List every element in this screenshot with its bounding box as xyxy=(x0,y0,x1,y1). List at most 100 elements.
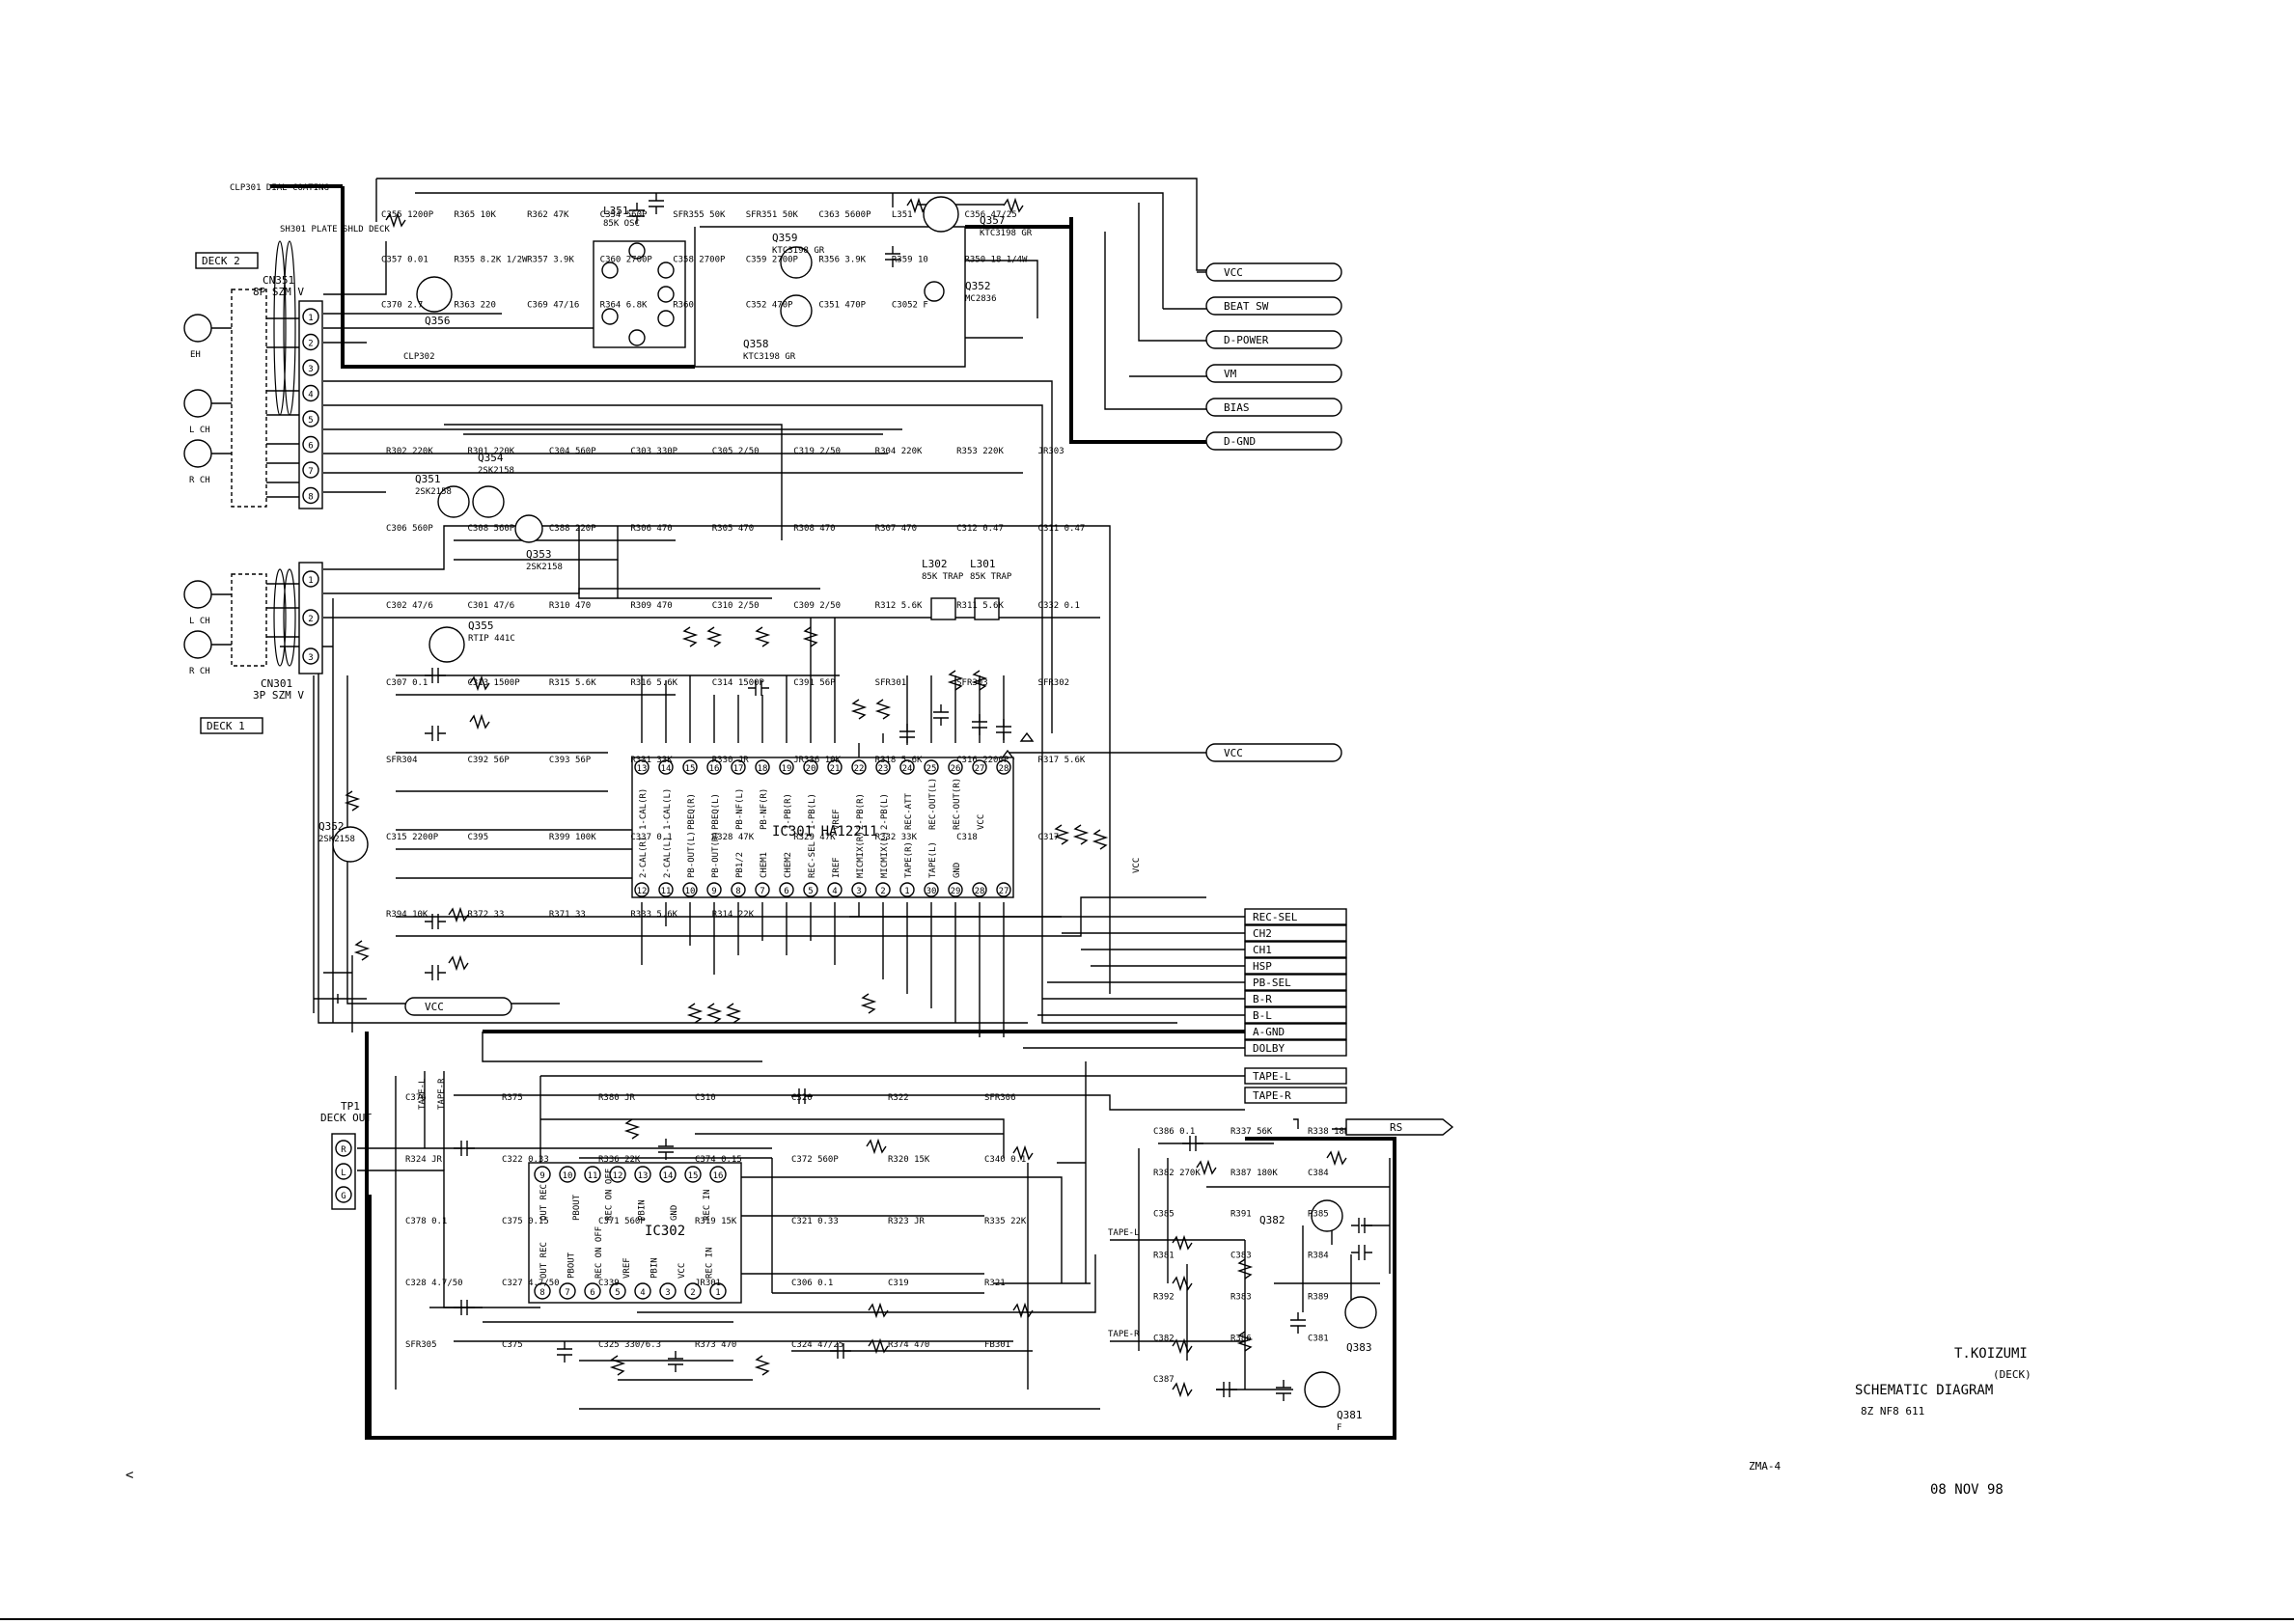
transistor-ref-q356: Q356 xyxy=(425,315,451,327)
ic302-top-label: REC ON OFF xyxy=(605,1169,615,1221)
transistor-ref-q358: Q358 xyxy=(743,338,769,350)
ic301-pin-number: 28 xyxy=(975,887,985,896)
ic301-pin xyxy=(948,882,963,897)
back-arrow[interactable]: < xyxy=(125,1468,133,1483)
component-label: R310 470 xyxy=(549,601,591,611)
component-label: C325 330/6.3 xyxy=(598,1340,661,1350)
component-label: C306 0.1 xyxy=(791,1279,833,1288)
component-label: R316 5.6K xyxy=(630,678,677,688)
component-label: C307 0.1 xyxy=(386,678,428,688)
ic301-top-label: 1-PB(L) xyxy=(808,793,817,830)
ic301-pin xyxy=(899,759,915,775)
ic301-name: IC301 HA12211 xyxy=(772,824,878,840)
component-label: R360 xyxy=(673,300,694,310)
ic302-bottom-label: REC ON OFF xyxy=(594,1226,604,1279)
component-label: R374 470 xyxy=(888,1340,929,1350)
component-label: C315 2200P xyxy=(386,833,439,842)
ic301-pin xyxy=(899,882,915,897)
ic302-pin xyxy=(609,1166,626,1183)
ic301-bottom-label: MICMIX(L) xyxy=(880,831,890,878)
component-label: R315 5.6K xyxy=(549,678,596,688)
cn301-pin-number: 3 xyxy=(308,653,313,663)
ic302-body xyxy=(528,1162,742,1304)
component-label: R304 220K xyxy=(875,447,923,456)
component-label: R329 47K xyxy=(793,833,836,842)
title-block: T.KOIZUMI (DECK) SCHEMATIC DIAGRAM 8Z NF… xyxy=(1749,1346,2031,1498)
component-label: C327 4.7/50 xyxy=(502,1279,560,1288)
component-label: R389 xyxy=(1308,1292,1329,1302)
component-label: C312 0.47 xyxy=(956,524,1004,534)
component-label: R338 18K xyxy=(1308,1127,1350,1137)
component-label: JR301 xyxy=(695,1279,721,1288)
transistor-q351 xyxy=(437,485,470,518)
transistor-part-q357: KTC3198 GR xyxy=(980,229,1033,238)
cn351-pin-number: 3 xyxy=(308,365,313,374)
tp1-pin xyxy=(335,1186,352,1203)
ic301-pin-number: 2 xyxy=(880,887,885,896)
trap-part: 85K OSC xyxy=(603,219,640,229)
component-label: C388 220P xyxy=(549,524,596,534)
transistor-q355 xyxy=(428,626,465,663)
component-label: R355 8.2K 1/2W xyxy=(455,256,528,265)
component-label: R308 470 xyxy=(793,524,835,534)
ic302-pin xyxy=(584,1282,601,1300)
local-vcc: VCC xyxy=(404,997,512,1016)
ic302-pin-number: 10 xyxy=(563,1171,573,1181)
bus-label: HSP xyxy=(1253,960,1272,973)
component-label: R399 100K xyxy=(549,833,596,842)
transistor-ref-q351: Q351 xyxy=(415,473,441,485)
component-label: C319 xyxy=(888,1279,909,1288)
transistor-part-q359: KTC3198 GR xyxy=(772,246,825,256)
component-label: C320 xyxy=(791,1093,813,1103)
component-label: C359 2700P xyxy=(746,256,799,265)
ic301-bottom-label: REC-SEL xyxy=(808,841,817,878)
component-label: R372 33 xyxy=(467,910,504,920)
cn351-pin-number: 6 xyxy=(308,442,313,452)
connector-cn301: 123 CN301 3P SZM V xyxy=(253,562,323,702)
cable-ellipse xyxy=(283,568,296,667)
component-label: R375 xyxy=(502,1093,523,1103)
ic301-pin xyxy=(948,759,963,775)
cn351-pin xyxy=(302,333,319,351)
ic301-pin xyxy=(682,882,698,897)
ic302-pin-number: 15 xyxy=(688,1171,699,1181)
component-label: R371 33 xyxy=(549,910,586,920)
transistor-part-q354: 2SK2158 xyxy=(478,466,514,476)
transistor-q353 xyxy=(514,514,543,543)
ic301-bottom-label: 2-CAL(L) xyxy=(663,837,673,878)
transistor-ref-q383: Q383 xyxy=(1346,1341,1372,1354)
ic302-pin-number: 9 xyxy=(539,1171,544,1181)
trap-ref: L351 xyxy=(603,205,629,217)
ic301-bottom-label: TAPE(L) xyxy=(928,841,938,878)
signal-labels-bus: REC-SELCH2CH1HSPPB-SELB-RB-LA-GNDDOLBYTA… xyxy=(1244,908,1347,1104)
signal-label: VCC xyxy=(1224,747,1243,759)
ic301-pin-number: 7 xyxy=(760,887,764,896)
ic302-pin-number: 4 xyxy=(640,1288,645,1298)
component-label: R356 3.9K xyxy=(818,256,866,265)
signal-label: BEAT SW xyxy=(1224,300,1269,313)
component-label: R382 270K xyxy=(1153,1169,1201,1178)
tape-l-node: TAPE-L xyxy=(1108,1228,1140,1238)
transistor-ref-q357: Q357 xyxy=(980,214,1006,227)
head-eh xyxy=(183,314,212,343)
component-label: C309 2/50 xyxy=(793,601,841,611)
component-label: C313 1500P xyxy=(467,678,520,688)
component-label: R318 5.6K xyxy=(875,756,923,765)
cn351-pin-number: 4 xyxy=(308,391,313,400)
trap-part: 85K TRAP xyxy=(922,572,964,582)
bus-label: B-L xyxy=(1253,1009,1272,1022)
component-label: C372 560P xyxy=(791,1155,839,1165)
component-label: C317 xyxy=(1038,833,1060,842)
signal-flag xyxy=(1205,743,1342,762)
component-label: R387 180K xyxy=(1230,1169,1278,1178)
shield-deck1 xyxy=(231,573,267,667)
transistor-part-q353: 2SK2158 xyxy=(526,563,563,572)
cn351-pin-number: 5 xyxy=(308,416,313,426)
ic302-pin xyxy=(709,1282,727,1300)
component-label: R312 5.6K xyxy=(875,601,923,611)
transistor-ref-q352: Q352 xyxy=(318,820,345,833)
trap-l302 xyxy=(930,597,956,620)
cn301-pin xyxy=(302,609,319,626)
